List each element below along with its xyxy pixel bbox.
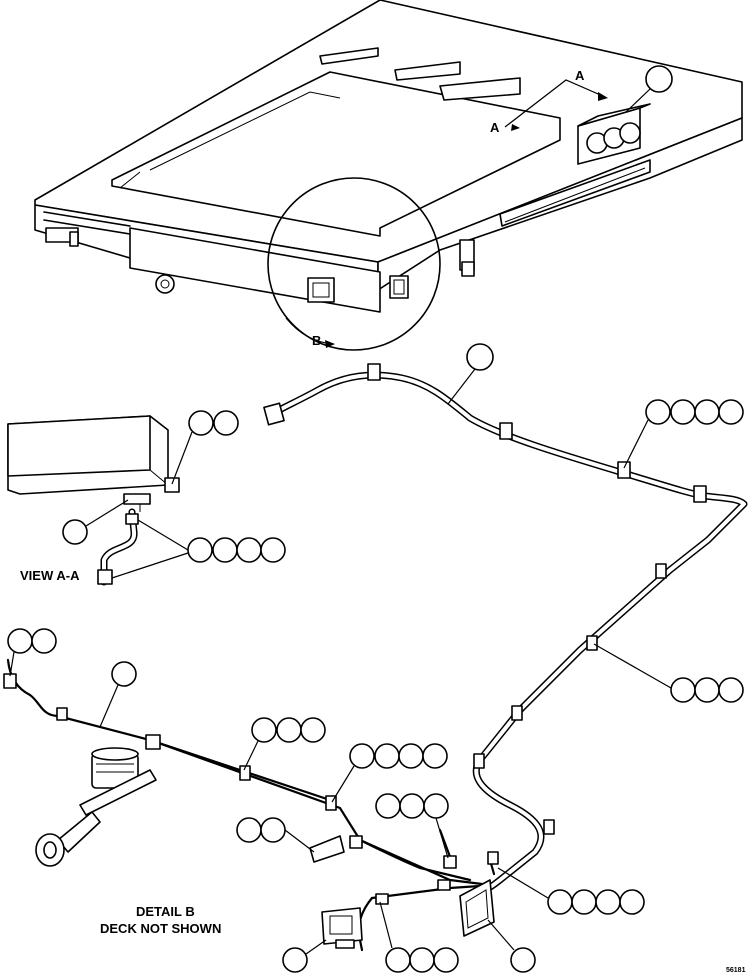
- view-a-label-left: A: [490, 120, 500, 135]
- callout-balloon-group: [236, 817, 286, 843]
- view-a-arrows: A A: [490, 68, 608, 135]
- callout-balloon-group: [187, 537, 286, 563]
- callout-balloon: [282, 947, 308, 973]
- callout-balloon-group: [188, 410, 239, 436]
- callout-balloon-group: [547, 889, 645, 915]
- callout-balloon: [111, 661, 137, 687]
- detail-b-subtitle: DECK NOT SHOWN: [100, 921, 221, 936]
- callout-balloon-group: [670, 677, 744, 703]
- caster-wheel: [155, 274, 175, 294]
- view-a-label-right: A: [575, 68, 585, 83]
- callout-balloon-group: [375, 793, 449, 819]
- switch-box-left: [321, 907, 363, 949]
- callout-balloon-group: [7, 628, 57, 654]
- switch-opening-left: [307, 277, 335, 303]
- detail-b-title: DETAIL B: [136, 904, 195, 919]
- figure-number: 56181: [726, 967, 746, 974]
- mounting-bracket: [309, 835, 345, 863]
- main-harness-cable: [263, 363, 748, 900]
- triple-connector-box: [577, 103, 651, 165]
- callout-balloon: [62, 519, 88, 545]
- callout-balloon-group: [251, 717, 326, 743]
- callout-balloon-group: [349, 743, 448, 769]
- callout-balloon: [510, 947, 536, 973]
- view-aa-title: VIEW A-A: [20, 568, 80, 583]
- detail-b-arrow-label: B: [312, 333, 321, 348]
- callout-balloon: [466, 343, 494, 371]
- detail-b-circle: [267, 177, 441, 351]
- switch-opening-right: [389, 275, 409, 299]
- switch-box-right: [459, 879, 495, 937]
- horn-assembly: [35, 747, 157, 867]
- callout-balloon: [645, 65, 673, 93]
- deck-assembly: [34, 0, 743, 313]
- callout-balloon-group: [385, 947, 459, 973]
- callout-balloon-group: [645, 399, 744, 425]
- view-aa-box: [7, 415, 180, 512]
